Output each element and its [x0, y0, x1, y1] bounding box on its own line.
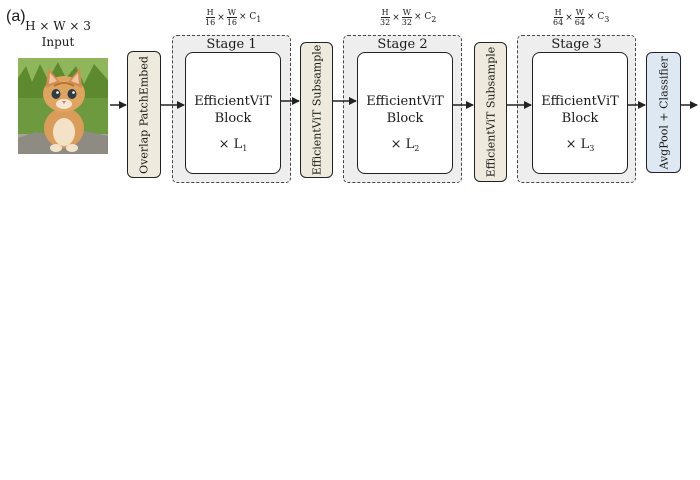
- stage-1-repeat-count: × L1: [218, 137, 248, 153]
- stage-2-title: Stage 2: [377, 37, 428, 52]
- stage-3-title: Stage 3: [551, 37, 602, 52]
- input-kitten-image: [18, 58, 108, 154]
- stage-1-title: Stage 1: [206, 37, 257, 52]
- stage-2-block-line1: EfficientViT: [366, 94, 444, 109]
- stage-2-repeat-count: × L2: [390, 137, 420, 153]
- stage-1-block-line1: EfficientViT: [194, 94, 272, 109]
- input-dims: H × W × 3: [25, 19, 91, 33]
- input-label: Input: [41, 35, 75, 49]
- efficientvit-subsample-1[interactable]: EfficientViT Subsample: [300, 42, 333, 178]
- avgpool-classifier-module[interactable]: AvgPool + Classifier: [646, 52, 681, 173]
- stage-3-repeat-count: × L3: [565, 137, 595, 153]
- stage-1-block-line2: Block: [214, 111, 252, 126]
- input-caption: H × W × 3 Input: [20, 18, 96, 50]
- panel-label: (a): [6, 8, 26, 25]
- efficientvit-subsample-2[interactable]: EfficientViT Subsample: [474, 42, 507, 182]
- stage-1-efficientvit-block[interactable]: EfficientViT Block × L1: [185, 52, 281, 174]
- overlap-patchembed-module[interactable]: Overlap PatchEmbed: [127, 51, 161, 178]
- stage-3-efficientvit-block[interactable]: EfficientViT Block × L3: [532, 52, 628, 174]
- stage-2-efficientvit-block[interactable]: EfficientViT Block × L2: [357, 52, 453, 174]
- stage-3-block-line2: Block: [561, 111, 599, 126]
- kitten-picture: [18, 58, 108, 154]
- stage-2-block-line2: Block: [386, 111, 424, 126]
- stage-3-block-line1: EfficientViT: [541, 94, 619, 109]
